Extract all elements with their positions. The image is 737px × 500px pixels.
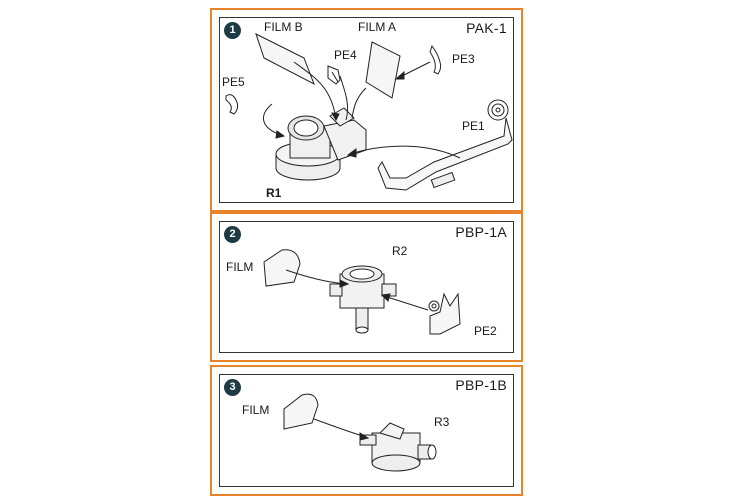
pe1-part [377, 99, 513, 191]
label-r3: R3 [434, 415, 450, 429]
step-2-badge: 2 [224, 226, 241, 243]
label-r2: R2 [392, 244, 408, 258]
label-pe4: PE4 [334, 48, 357, 62]
pe3-part [429, 44, 442, 75]
step-1-badge: 1 [224, 22, 241, 39]
step-3-frame: 3 PBP-1B FILM R3 [219, 374, 514, 487]
pe2-part [428, 292, 461, 335]
step-3-drawing [283, 393, 437, 472]
r2-sight [329, 265, 397, 334]
step-3-panel: 3 PBP-1B FILM R3 [210, 365, 523, 496]
label-film: FILM [242, 403, 270, 417]
step-1-panel: 1 PAK-1 [210, 8, 523, 212]
r3-sight [359, 422, 437, 472]
step-1-drawing [225, 33, 513, 191]
step-3-title: PBP-1B [455, 377, 507, 393]
step-2-panel: 2 PBP-1A [210, 212, 523, 362]
label-film-a: FILM A [358, 20, 397, 34]
film-b-part [255, 33, 315, 86]
label-r1: R1 [266, 186, 282, 200]
film-part [263, 249, 301, 287]
label-pe2: PE2 [474, 324, 497, 338]
film-part [283, 393, 319, 430]
step-1-title: PAK-1 [466, 20, 507, 36]
film-a-part [365, 41, 401, 99]
step-2-title: PBP-1A [455, 224, 507, 240]
label-pe3: PE3 [452, 52, 475, 66]
step-3-badge: 3 [224, 379, 241, 396]
label-film: FILM [226, 260, 254, 274]
label-film-b: FILM B [264, 20, 303, 34]
step-2-frame: 2 PBP-1A [219, 221, 514, 353]
label-pe5: PE5 [222, 75, 245, 89]
r1-sight [275, 107, 367, 181]
step-2-drawing [263, 249, 461, 335]
pe4-part [327, 65, 341, 85]
label-pe1: PE1 [462, 119, 485, 133]
pe5-part [225, 94, 239, 115]
step-1-frame: 1 PAK-1 [219, 17, 514, 203]
